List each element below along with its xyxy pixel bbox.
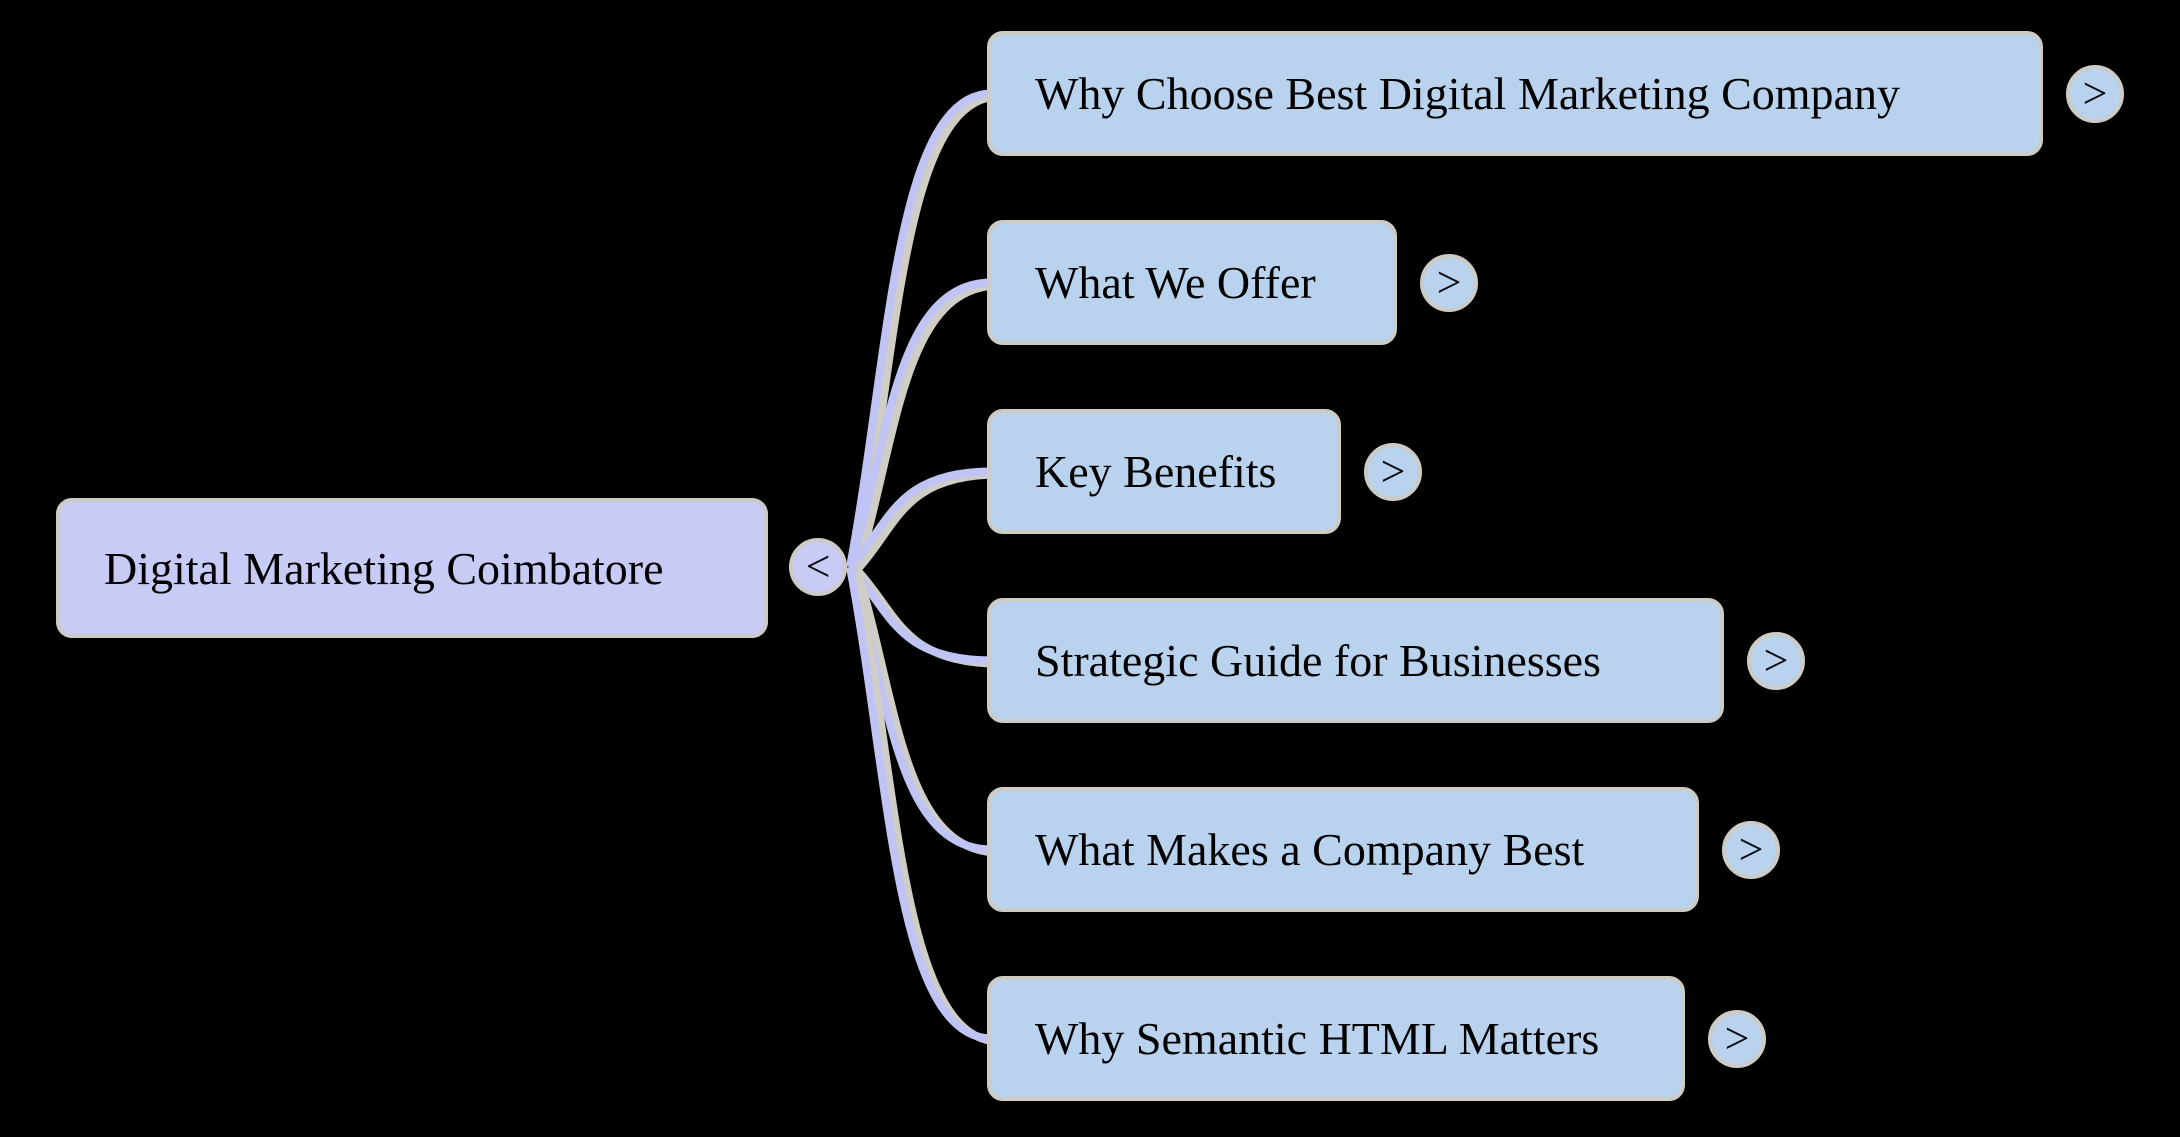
root-node[interactable]: Digital Marketing Coimbatore [56,498,768,638]
child-node[interactable]: Strategic Guide for Businesses [987,598,1724,723]
child-node[interactable]: Why Choose Best Digital Marketing Compan… [987,31,2043,156]
child-node-label: Why Choose Best Digital Marketing Compan… [1035,68,1900,119]
connector-curve [846,278,993,569]
expand-button[interactable]: > [1420,253,1478,312]
expand-button[interactable]: > [1364,442,1422,501]
child-node-label: Strategic Guide for Businesses [1035,635,1601,686]
expand-button[interactable]: > [1722,820,1780,879]
expand-button[interactable]: > [1708,1009,1766,1068]
child-node-label: What Makes a Company Best [1035,824,1585,875]
child-node-label: Key Benefits [1035,446,1277,497]
root-node-label: Digital Marketing Coimbatore [104,542,664,594]
child-node[interactable]: What We Offer [987,220,1397,345]
expand-button[interactable]: > [1747,631,1805,690]
child-node[interactable]: Why Semantic HTML Matters [987,976,1685,1101]
collapse-button[interactable]: < [789,538,847,596]
child-node-label: Why Semantic HTML Matters [1035,1013,1600,1064]
connector-curve [847,467,993,570]
expand-button[interactable]: > [2066,64,2124,123]
child-node-label: What We Offer [1035,257,1316,308]
child-node[interactable]: Key Benefits [987,409,1341,534]
connector-curve [846,566,993,1043]
connector-curve [846,89,993,568]
connector-curve-shadow [853,281,1000,572]
child-node[interactable]: What Makes a Company Best [987,787,1699,912]
